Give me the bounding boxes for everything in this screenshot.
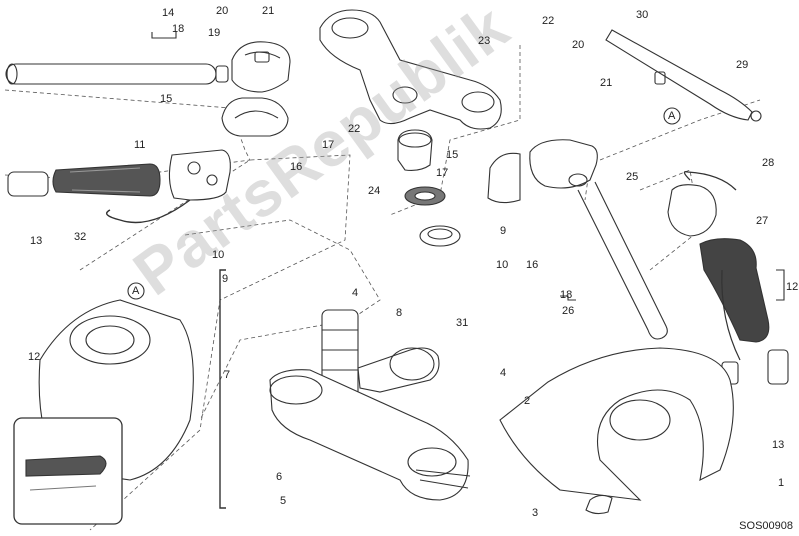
callout-3: 3 — [532, 507, 539, 519]
diagram-code: SOS00908 — [739, 520, 793, 532]
callout-25: 25 — [626, 171, 639, 183]
callout-9b: 9 — [222, 273, 229, 285]
left-grip — [7, 163, 161, 197]
left-handlebar-tube — [5, 63, 229, 85]
right-switch-and-throttle-grip — [667, 171, 789, 385]
frame-section — [13, 299, 194, 525]
ignition-bracket — [357, 347, 440, 393]
group-bracket-7 — [219, 269, 226, 509]
callout-12a: 12 — [786, 281, 799, 293]
callout-18b: 18 — [560, 289, 573, 301]
steering-damper — [605, 29, 762, 122]
callout-12b: 12 — [28, 351, 41, 363]
left-clamp-lower — [221, 97, 289, 137]
steering-nut-and-rings — [397, 129, 461, 247]
callout-10a: 10 — [496, 259, 509, 271]
callout-26: 26 — [562, 305, 575, 317]
callout-10b: 10 — [212, 249, 225, 261]
group-bracket-18-26 — [560, 295, 576, 301]
callout-29: 29 — [736, 59, 749, 71]
callout-22a: 22 — [542, 15, 555, 27]
callout-14: 14 — [162, 7, 175, 19]
callout-23: 23 — [478, 35, 491, 47]
callout-4b: 4 — [500, 367, 507, 379]
callout-17: 17 — [322, 139, 335, 151]
fairing-bracket — [499, 347, 734, 515]
callout-28: 28 — [762, 157, 775, 169]
callout-11: 11 — [134, 139, 146, 151]
callout-16: 16 — [290, 161, 303, 173]
left-clamp-upper — [231, 41, 291, 93]
callout-6: 6 — [276, 471, 283, 483]
callout-24: 24 — [368, 185, 381, 197]
callout-18: 18 — [172, 23, 185, 35]
callout-30: 30 — [636, 9, 649, 21]
lower-triple-clamp — [269, 309, 471, 501]
callout-4a: 4 — [352, 287, 359, 299]
callout-1: 1 — [778, 477, 785, 489]
right-clamp-and-tube — [487, 139, 668, 340]
callout-5: 5 — [280, 495, 287, 507]
group-bracket-14 — [151, 32, 177, 39]
callout-8: 8 — [396, 307, 403, 319]
reference-markers — [127, 107, 681, 300]
callout-17b: 17 — [436, 167, 449, 179]
callout-32: 32 — [74, 231, 87, 243]
reference-a-right: A — [668, 110, 676, 122]
callout-27: 27 — [756, 215, 769, 227]
callout-15b: 15 — [446, 149, 459, 161]
callout-21b: 21 — [600, 77, 613, 89]
callout-9a: 9 — [500, 225, 507, 237]
callout-2: 2 — [524, 395, 531, 407]
callout-13: 13 — [30, 235, 43, 247]
reference-a-left: A — [132, 285, 140, 297]
callout-20: 20 — [216, 5, 229, 17]
callout-16b: 16 — [526, 259, 539, 271]
callout-21: 21 — [262, 5, 275, 17]
callout-31: 31 — [456, 317, 469, 329]
callout-19: 19 — [208, 27, 221, 39]
callout-7: 7 — [224, 369, 231, 381]
callout-13b: 13 — [772, 439, 785, 451]
callout-20b: 20 — [572, 39, 585, 51]
group-bracket-12 — [776, 269, 785, 301]
callout-22b: 22 — [348, 123, 361, 135]
callout-15: 15 — [160, 93, 173, 105]
top-triple-clamp — [319, 9, 502, 130]
left-switch-housing — [106, 149, 231, 224]
